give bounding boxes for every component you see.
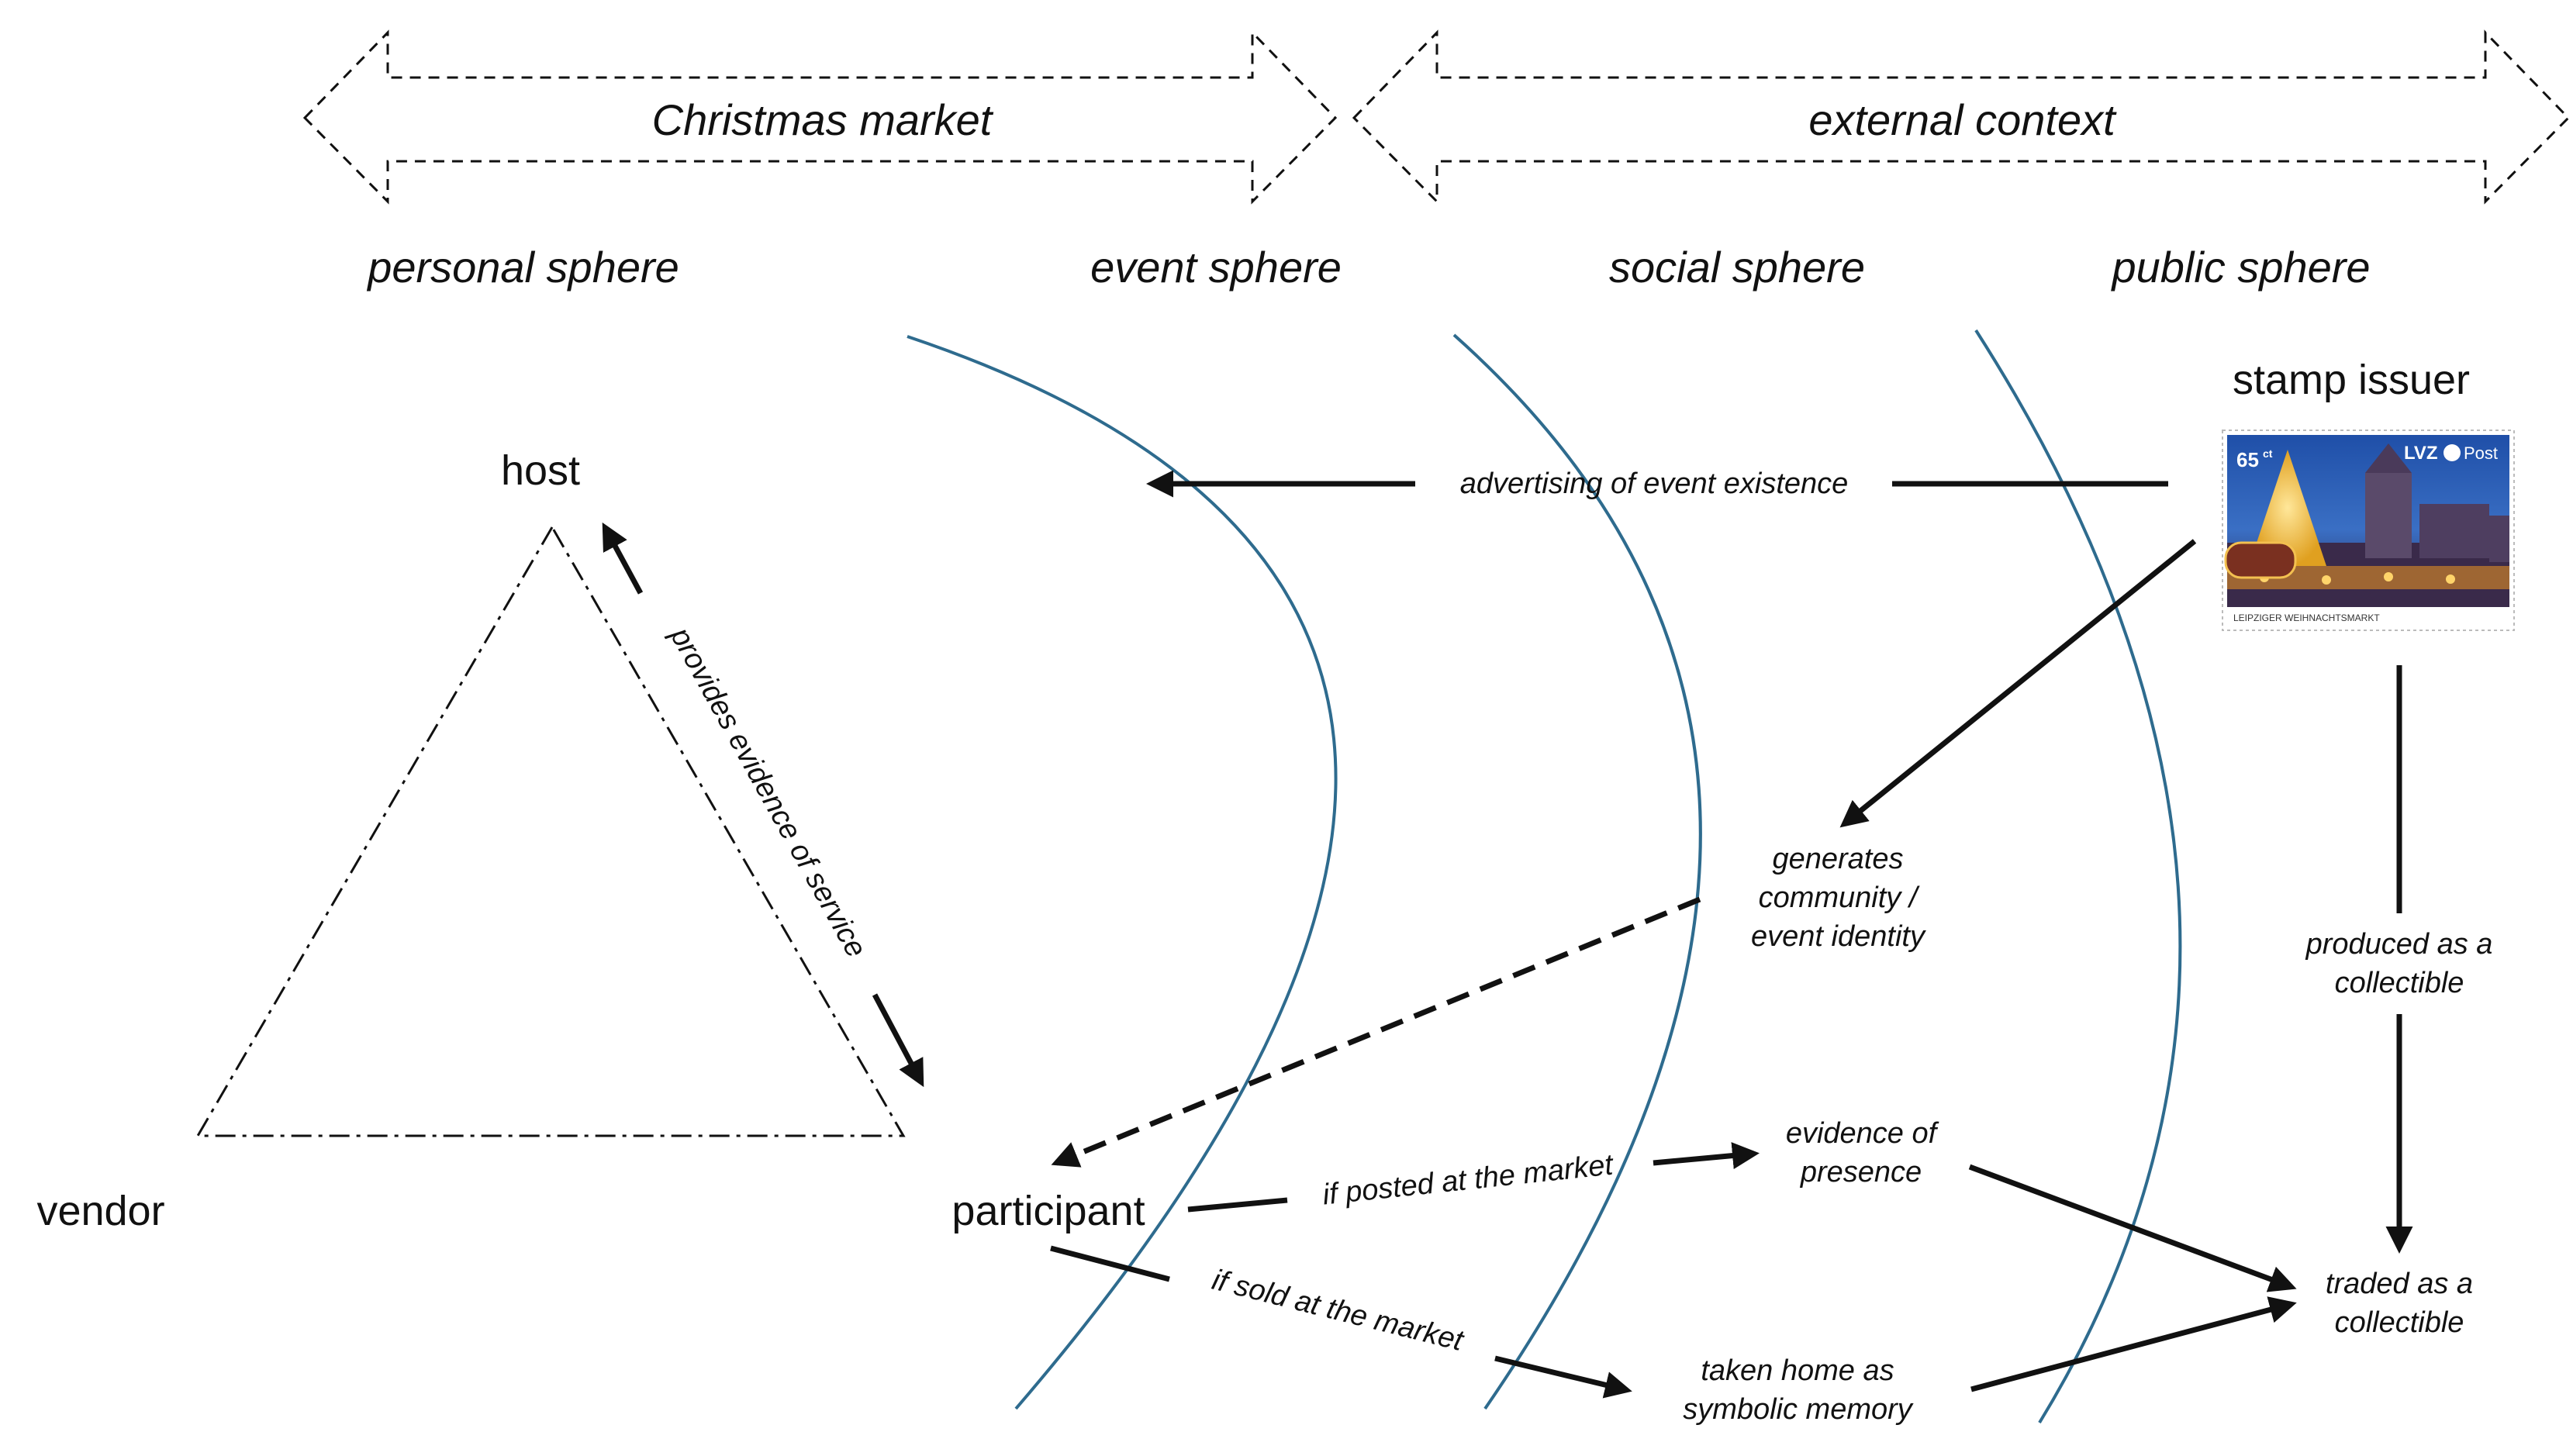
generates-label-line3: event identity — [1751, 920, 1926, 953]
host-node: host — [501, 447, 580, 494]
participant-node: participant — [951, 1188, 1145, 1234]
sold-label: if sold at the market — [1209, 1264, 1467, 1358]
external-context-banner-label: external context — [1808, 95, 2117, 144]
evidence-of-service-label: provides evidence of service — [663, 621, 872, 963]
external-context-banner-arrow — [1352, 29, 2571, 205]
christmas-market-banner-label: Christmas market — [652, 95, 994, 144]
evidence-of-service-arrow-bottom — [872, 993, 924, 1088]
stamp-brand-suffix: Post — [2464, 443, 2498, 463]
stamp-image: 65 ct LVZ Post LEIPZIGER WEIHNACHTSMARKT — [2222, 430, 2515, 631]
stakeholder-triangle — [195, 525, 906, 1137]
identity-to-participant-dashed-arrow — [1051, 896, 1701, 1168]
stamp-value-unit: ct — [2263, 447, 2273, 460]
memory-to-traded-arrow — [1970, 1296, 2297, 1392]
advertising-label: advertising of event existence — [1460, 468, 1849, 500]
event-sphere-boundary-arc — [907, 335, 1338, 1410]
generates-label-line1: generates — [1772, 843, 1903, 875]
presence-to-traded-arrow — [1968, 1164, 2297, 1292]
event-sphere-title: event sphere — [1090, 243, 1342, 292]
traded-label-line1: traded as a — [2326, 1268, 2473, 1300]
personal-sphere-title: personal sphere — [366, 243, 679, 292]
produced-label-line1: produced as a — [2305, 928, 2493, 961]
stamp-brand: LVZ — [2404, 443, 2438, 464]
evidence-of-service-arrow-top — [602, 522, 644, 595]
stamp-caption: LEIPZIGER WEIHNACHTSMARKT — [2233, 612, 2380, 623]
posted-arrow-left-segment — [1187, 1197, 1288, 1213]
posted-arrow-right-segment — [1653, 1142, 1760, 1169]
stamp-brand-logo-icon — [2443, 444, 2461, 461]
memory-label-line2: symbolic memory — [1683, 1393, 1914, 1426]
traded-label-line2: collectible — [2335, 1306, 2464, 1339]
sold-arrow-left-segment — [1050, 1245, 1170, 1282]
christmas-market-banner-arrow — [302, 29, 1338, 205]
social-sphere-title: social sphere — [1609, 243, 1865, 292]
stamp-value: 65 — [2236, 448, 2259, 471]
public-sphere-boundary-arc — [1974, 329, 2182, 1424]
sold-arrow-right-segment — [1494, 1355, 1632, 1399]
stamp-issuer-node: stamp issuer — [2233, 357, 2470, 403]
generates-label-line2: community / — [1759, 882, 1920, 914]
public-sphere-title: public sphere — [2110, 243, 2370, 292]
generates-identity-arrow — [1839, 539, 2197, 828]
memory-label-line1: taken home as — [1701, 1354, 1894, 1387]
produced-label-line2: collectible — [2335, 967, 2464, 999]
social-sphere-boundary-arc — [1452, 333, 1702, 1410]
posted-label: if posted at the market — [1321, 1148, 1616, 1211]
vendor-node: vendor — [36, 1188, 164, 1234]
presence-label-line1: evidence of — [1786, 1117, 1939, 1150]
presence-label-line2: presence — [1800, 1156, 1922, 1189]
